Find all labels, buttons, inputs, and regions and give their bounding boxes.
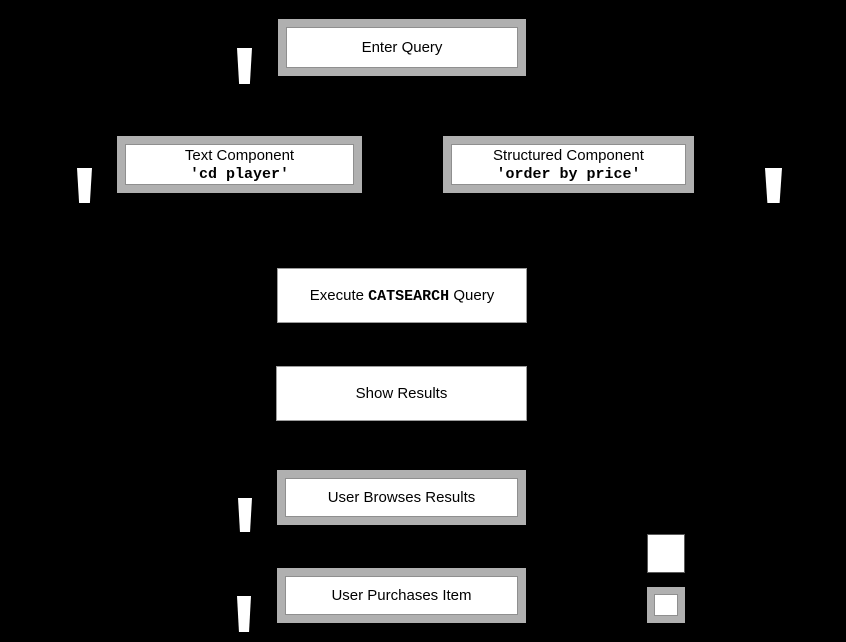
node-structured-component: Structured Component 'order by price' — [443, 136, 694, 193]
node-execute-query: Execute CATSEARCH Query — [277, 268, 527, 323]
node-user-purchases-panel: User Purchases Item — [285, 576, 518, 615]
node-text-component: Text Component 'cd player' — [117, 136, 362, 193]
node-text-component-title: Text Component — [184, 146, 295, 164]
flow-arrow-structured-component — [765, 168, 782, 203]
node-text-component-code: 'cd player' — [189, 165, 290, 183]
node-user-browses-label: User Browses Results — [327, 489, 476, 506]
node-execute-query-prefix: Execute — [309, 286, 369, 304]
node-enter-query-label: Enter Query — [361, 39, 443, 56]
node-execute-query-code: CATSEARCH — [368, 287, 450, 305]
node-user-purchases: User Purchases Item — [277, 568, 526, 623]
legend-framed-swatch — [647, 587, 685, 623]
node-structured-component-panel: Structured Component 'order by price' — [451, 144, 686, 185]
node-enter-query: Enter Query — [278, 19, 526, 76]
node-execute-query-suffix: Query — [449, 286, 495, 304]
node-text-component-panel: Text Component 'cd player' — [125, 144, 354, 185]
node-user-browses: User Browses Results — [277, 470, 526, 525]
legend-plain-swatch — [647, 534, 685, 573]
node-show-results-label: Show Results — [355, 385, 448, 402]
legend-framed-swatch-panel — [654, 594, 678, 616]
node-execute-query-label: Execute CATSEARCH Query — [310, 286, 494, 306]
flow-arrow-text-component — [77, 168, 92, 203]
node-show-results: Show Results — [276, 366, 527, 421]
node-structured-component-code: 'order by price' — [496, 165, 641, 183]
flow-arrow-enter-to-components — [237, 48, 252, 84]
node-enter-query-panel: Enter Query — [286, 27, 518, 68]
node-user-purchases-label: User Purchases Item — [331, 587, 472, 604]
node-user-browses-panel: User Browses Results — [285, 478, 518, 517]
flow-arrow-purchase-item — [237, 596, 251, 632]
node-structured-component-title: Structured Component — [493, 146, 644, 164]
flow-arrow-browse-results — [238, 498, 252, 532]
